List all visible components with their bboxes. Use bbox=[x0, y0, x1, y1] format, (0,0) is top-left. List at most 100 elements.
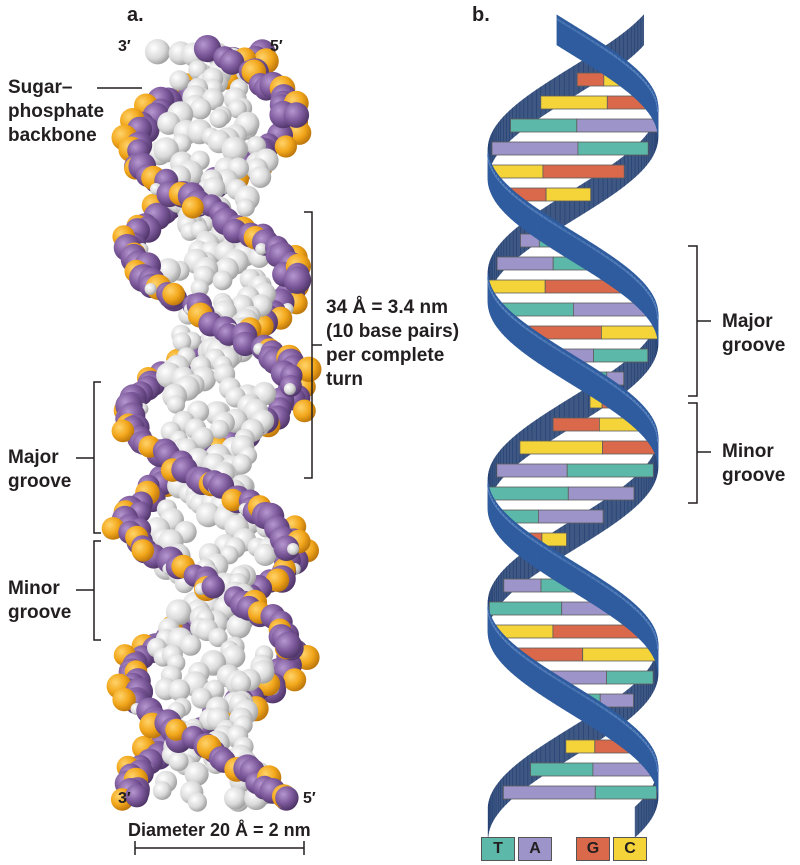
ribbon-highlight bbox=[547, 549, 554, 554]
ribbon-segment bbox=[500, 776, 504, 811]
ribbon-highlight bbox=[590, 699, 596, 704]
ribbon-highlight bbox=[641, 408, 646, 413]
ribbon-highlight bbox=[503, 309, 509, 314]
ribbon-highlight bbox=[529, 660, 535, 665]
ribbon-highlight bbox=[641, 78, 646, 83]
sugar-atom bbox=[283, 266, 312, 294]
hydrogen-atom bbox=[283, 383, 296, 395]
panel-a-label: a. bbox=[127, 4, 144, 26]
ribbon-highlight bbox=[641, 615, 647, 620]
ribbon-highlight bbox=[616, 387, 623, 392]
ribbon-highlight bbox=[521, 531, 527, 536]
key-cytosine: C bbox=[613, 837, 647, 861]
ribbon-highlight bbox=[510, 192, 516, 197]
ribbon-highlight bbox=[646, 621, 651, 626]
ribbon-highlight bbox=[552, 222, 559, 227]
ribbon-highlight bbox=[600, 252, 606, 257]
ribbon-highlight bbox=[576, 567, 583, 572]
ribbon-segment bbox=[523, 755, 529, 790]
ribbon-highlight bbox=[507, 642, 512, 647]
base-bar-cytosine bbox=[519, 440, 603, 455]
base-bar-guanine bbox=[542, 164, 625, 179]
minor-groove-label-a: Minor groove bbox=[8, 578, 72, 623]
ribbon-highlight bbox=[537, 336, 544, 341]
ribbon-highlight bbox=[501, 306, 506, 311]
strand-end-top-right: 5′ bbox=[270, 38, 283, 55]
base-bar-thymine bbox=[566, 463, 654, 478]
ribbon-segment bbox=[515, 431, 521, 466]
base-atom bbox=[168, 751, 189, 772]
base-bar-thymine bbox=[488, 601, 563, 616]
ribbon-highlight bbox=[617, 264, 623, 269]
base-atom bbox=[184, 761, 209, 787]
ribbon-highlight bbox=[570, 27, 577, 32]
ribbon-highlight bbox=[580, 363, 587, 368]
base-atom bbox=[191, 687, 213, 709]
ribbon-segment bbox=[634, 473, 639, 508]
phosphate-atom bbox=[111, 419, 135, 443]
ribbon-highlight bbox=[632, 399, 637, 404]
ribbon-highlight bbox=[613, 261, 619, 266]
ribbon-highlight bbox=[542, 669, 549, 674]
base-atom bbox=[190, 98, 212, 120]
ribbon-highlight bbox=[525, 657, 531, 662]
ribbon-segment bbox=[643, 794, 647, 829]
ribbon-highlight bbox=[533, 663, 539, 668]
phosphate-atom bbox=[293, 399, 316, 423]
ribbon-highlight bbox=[629, 603, 634, 608]
ribbon-strand-front bbox=[487, 14, 659, 799]
ribbon-highlight bbox=[594, 702, 601, 707]
ribbon-highlight bbox=[628, 66, 634, 71]
ribbon-highlight bbox=[543, 546, 549, 551]
ribbon-highlight bbox=[644, 81, 649, 86]
ribbon-highlight bbox=[632, 729, 637, 734]
minor-groove-bracket-b bbox=[688, 402, 698, 504]
ribbon-highlight bbox=[624, 393, 630, 398]
ribbon-highlight bbox=[507, 189, 513, 194]
ribbon-highlight bbox=[620, 720, 627, 725]
base-atom bbox=[165, 599, 192, 625]
ribbon-highlight bbox=[644, 411, 649, 416]
ribbon-highlight bbox=[616, 57, 623, 62]
ribbon-segment bbox=[634, 803, 639, 838]
ribbon-highlight bbox=[534, 540, 540, 545]
ribbon-highlight bbox=[498, 180, 504, 185]
ribbon-highlight bbox=[613, 591, 619, 596]
hydrogen-atom bbox=[144, 283, 157, 295]
strand-end-bottom-right: 5′ bbox=[303, 790, 316, 807]
ribbon-highlight bbox=[501, 183, 506, 188]
ribbon-highlight bbox=[546, 672, 553, 677]
ribbon-highlight bbox=[590, 246, 597, 251]
ribbon-highlight bbox=[632, 606, 638, 611]
ribbon-highlight bbox=[510, 645, 515, 650]
ribbon-highlight bbox=[494, 627, 498, 632]
ribbon-segment bbox=[545, 410, 551, 445]
ribbon-highlight bbox=[566, 561, 573, 566]
ribbon-highlight bbox=[571, 564, 578, 569]
ribbon-segment bbox=[559, 731, 565, 766]
ribbon-highlight bbox=[501, 513, 506, 518]
ribbon-highlight bbox=[556, 678, 563, 683]
phosphate-atom bbox=[162, 282, 185, 306]
ribbon-highlight bbox=[628, 396, 634, 401]
major-groove-label-a: Major groove bbox=[8, 447, 72, 492]
ribbon-highlight bbox=[498, 633, 503, 638]
ribbon-highlight bbox=[517, 198, 523, 203]
ribbon-highlight bbox=[600, 582, 606, 587]
base-bar-adenine bbox=[576, 118, 659, 133]
ribbon-highlight bbox=[599, 375, 606, 380]
ribbon-highlight bbox=[635, 279, 641, 284]
ribbon-highlight bbox=[586, 243, 592, 248]
ribbon-highlight bbox=[534, 210, 540, 215]
ribbon-highlight bbox=[498, 303, 503, 308]
base-atom bbox=[208, 627, 228, 648]
minor-groove-bracket-a bbox=[93, 540, 101, 641]
ribbon-highlight bbox=[646, 291, 651, 296]
ribbon-highlight bbox=[638, 735, 643, 740]
ribbon-segment bbox=[531, 89, 537, 124]
ribbon-highlight bbox=[580, 33, 587, 38]
ribbon-segment bbox=[568, 65, 575, 100]
base-bar-cytosine bbox=[545, 187, 592, 202]
ribbon-highlight bbox=[513, 318, 519, 323]
